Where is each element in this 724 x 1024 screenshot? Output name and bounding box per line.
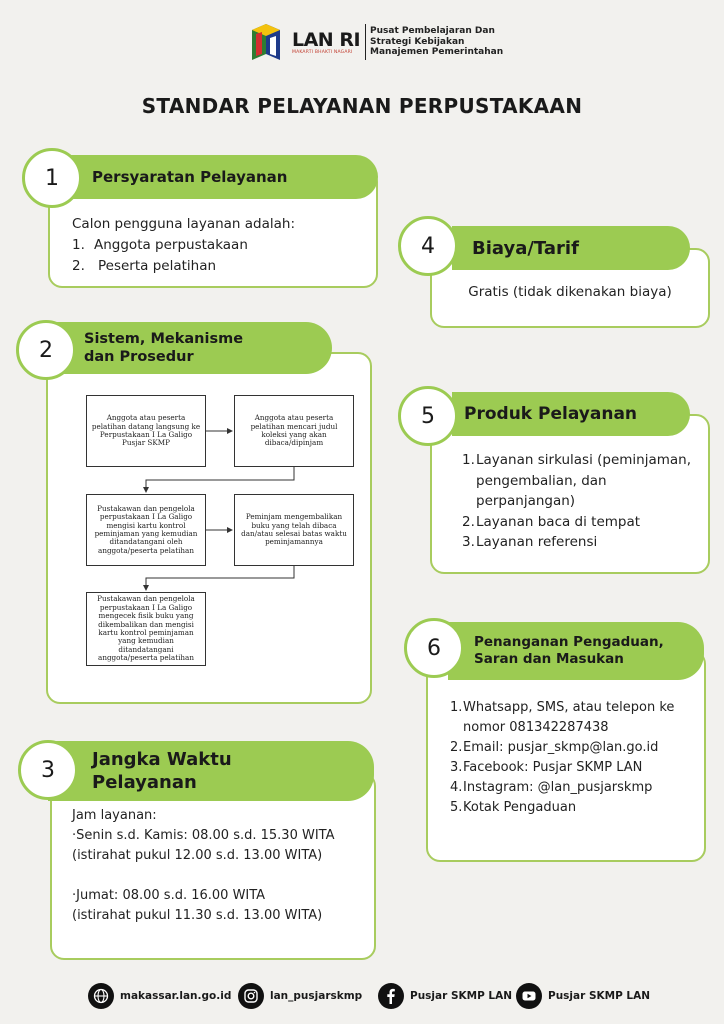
list-item: 5.Kotak Pengaduan — [450, 800, 577, 815]
hours-weekday: ·Senin s.d. Kamis: 08.00 s.d. 15.30 WITA — [72, 828, 335, 843]
section-5-number: 5 — [398, 386, 458, 446]
list-item: 3.Layanan referensi — [462, 534, 598, 550]
list-item: 1.Layanan sirkulasi (peminjaman, pengemb… — [462, 452, 692, 509]
globe-icon — [88, 983, 114, 1009]
page-title: STANDAR PELAYANAN PERPUSTAKAAN — [141, 94, 583, 118]
logo-divider — [365, 24, 367, 60]
org-name: Pusat Pembelajaran Dan Strategi Kebijaka… — [370, 26, 503, 58]
section-5-card — [430, 414, 710, 574]
section-5-title: Produk Pelayanan — [464, 404, 638, 424]
logo-wordmark: LAN RI MAKARTI BHAKTI NAGARI — [292, 28, 361, 55]
section-5-body: 1.Layanan sirkulasi (peminjaman, pengemb… — [462, 450, 702, 553]
hours-friday: ·Jumat: 08.00 s.d. 16.00 WITA — [72, 888, 266, 903]
footer-youtube[interactable]: Pusjar SKMP LAN — [516, 982, 650, 1010]
section-6-body: 1.Whatsapp, SMS, atau telepon ke nomor 0… — [450, 698, 700, 818]
section-3-header: Jangka Waktu Pelayanan — [48, 741, 374, 801]
flow-arrow-4-5 — [143, 566, 295, 591]
section-5-header: Produk Pelayanan — [452, 392, 690, 436]
hours-label: Jam layanan: — [72, 808, 157, 823]
list-item: 3.Facebook: Pusjar SKMP LAN — [450, 760, 643, 775]
section-6-list: 1.Whatsapp, SMS, atau telepon ke nomor 0… — [450, 698, 700, 818]
section-1-number: 1 — [22, 148, 82, 208]
section-1-title: Persyaratan Pelayanan — [92, 168, 288, 186]
section-4-title: Biaya/Tarif — [472, 237, 579, 259]
section-4-header: Biaya/Tarif — [452, 226, 690, 270]
header-logo: LAN RI MAKARTI BHAKTI NAGARI Pusat Pembe… — [248, 22, 503, 62]
list-item: 2.Peserta pelatihan — [72, 258, 217, 274]
section-1-intro: Calon pengguna layanan adalah: — [72, 216, 296, 232]
section-4-number: 4 — [398, 216, 458, 276]
section-6-header: Penanganan Pengaduan, Saran dan Masukan — [448, 622, 704, 680]
list-item: 2.Email: pusjar_skmp@lan.go.id — [450, 740, 659, 755]
section-2-number: 2 — [16, 320, 76, 380]
flow-arrow-2-3 — [143, 467, 295, 493]
section-6-title-line-2: Saran dan Masukan — [474, 651, 624, 667]
hours-friday-break: (istirahat pukul 11.30 s.d. 13.00 WITA) — [72, 908, 323, 923]
org-line-3: Manajemen Pemerintahan — [370, 47, 504, 58]
youtube-icon — [516, 983, 542, 1009]
hours-weekday-break: (istirahat pukul 12.00 s.d. 13.00 WITA) — [72, 848, 323, 863]
org-line-1: Pusat Pembelajaran Dan — [370, 26, 495, 37]
section-3-body: Jam layanan: ·Senin s.d. Kamis: 08.00 s.… — [72, 806, 372, 926]
flow-step-4: Peminjam mengembalikan buku yang telah d… — [234, 494, 354, 566]
section-2-title-line-2: dan Prosedur — [84, 349, 194, 365]
section-2-header: Sistem, Mekanisme dan Prosedur — [44, 322, 332, 374]
org-line-2: Strategi Kebijakan — [370, 36, 465, 47]
instagram-icon — [238, 983, 264, 1009]
lan-logo-icon — [248, 24, 288, 60]
flow-step-5: Pustakawan dan pengelola perpustakaan I … — [86, 592, 206, 666]
section-6-number: 6 — [404, 618, 464, 678]
list-item: 2.Layanan baca di tempat — [462, 513, 641, 530]
list-item: 1.Anggota perpustakaan — [72, 237, 248, 253]
list-item: 1.Whatsapp, SMS, atau telepon ke nomor 0… — [450, 700, 675, 735]
footer: makassar.lan.go.id lan_pusjarskmp Pusjar… — [0, 982, 724, 1012]
section-6-card — [426, 650, 706, 862]
section-3-title-line-2: Pelayanan — [92, 772, 197, 793]
section-3-number: 3 — [18, 740, 78, 800]
section-3-card — [50, 772, 376, 960]
facebook-icon — [378, 983, 404, 1009]
section-1-list: 1.Anggota perpustakaan 2.Peserta pelatih… — [72, 235, 372, 277]
footer-instagram-text: lan_pusjarskmp — [270, 990, 363, 1002]
footer-website-text: makassar.lan.go.id — [120, 990, 232, 1002]
section-4-body: Gratis (tidak dikenakan biaya) — [468, 284, 672, 300]
section-2-title-line-1: Sistem, Mekanisme — [84, 331, 244, 347]
section-1-body: Calon pengguna layanan adalah: 1.Anggota… — [72, 214, 372, 277]
section-3-title-line-1: Jangka Waktu — [92, 749, 232, 770]
flow-step-1: Anggota atau peserta pelatihan datang la… — [86, 395, 206, 467]
logo-lan-text: LAN RI — [292, 28, 361, 51]
footer-facebook[interactable]: Pusjar SKMP LAN — [378, 982, 512, 1010]
footer-instagram[interactable]: lan_pusjarskmp — [238, 982, 362, 1010]
section-1-header: Persyaratan Pelayanan — [52, 155, 378, 199]
footer-youtube-text: Pusjar SKMP LAN — [548, 990, 651, 1002]
flow-step-2: Anggota atau peserta pelatihan mencari j… — [234, 395, 354, 467]
footer-website[interactable]: makassar.lan.go.id — [88, 982, 231, 1010]
section-5-list: 1.Layanan sirkulasi (peminjaman, pengemb… — [462, 450, 702, 553]
logo-tagline: MAKARTI BHAKTI NAGARI — [292, 49, 353, 55]
section-6-title-line-1: Penanganan Pengaduan, — [474, 634, 664, 650]
footer-facebook-text: Pusjar SKMP LAN — [410, 990, 513, 1002]
flow-step-3: Pustakawan dan pengelola perpustakaan I … — [86, 494, 206, 566]
list-item: 4.Instagram: @lan_pusjarskmp — [450, 780, 653, 795]
